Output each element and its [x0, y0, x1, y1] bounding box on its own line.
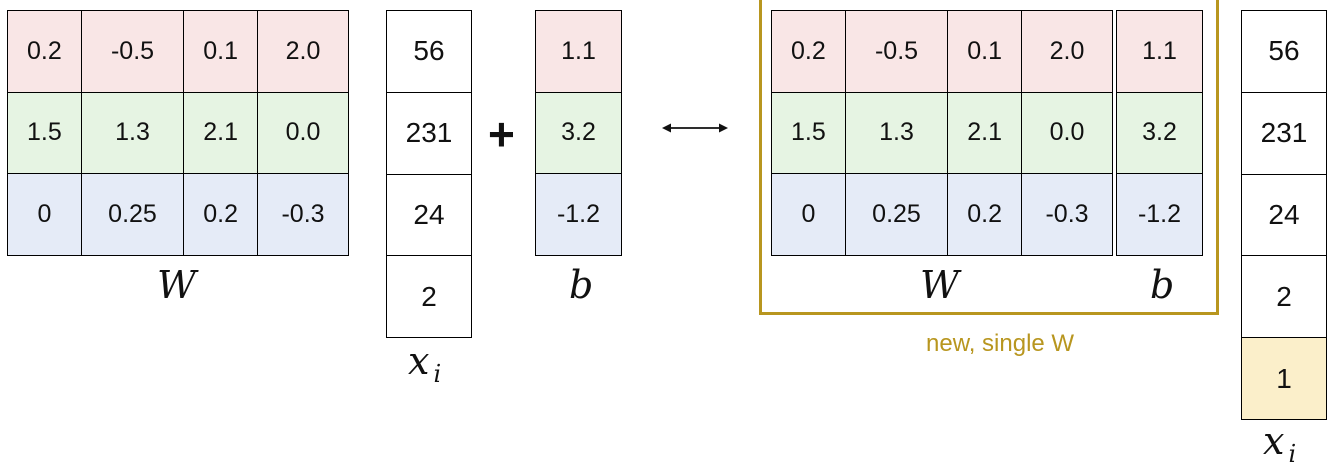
bias-cell: -1.2 — [1116, 173, 1203, 256]
bias-one-cell: 1 — [1241, 337, 1327, 420]
matrix-cell: 1.3 — [844, 91, 949, 175]
right-b-label: b — [1150, 263, 1175, 307]
bias-cell: 3.2 — [1116, 91, 1203, 175]
matrix-cell: 0.25 — [80, 173, 185, 256]
right-b-column: 1.1 3.2 -1.2 — [1116, 10, 1203, 256]
vector-cell: 24 — [386, 173, 472, 257]
matrix-cell: 2.0 — [257, 10, 349, 93]
matrix-cell: 0.25 — [844, 173, 949, 256]
matrix-cell: 0.2 — [947, 173, 1023, 256]
bias-cell: 1.1 — [1116, 10, 1203, 93]
left-w-matrix: 0.2 -0.5 0.1 2.0 1.5 1.3 2.1 0.0 0 0.25 … — [7, 10, 349, 256]
matrix-cell: 1.3 — [80, 91, 185, 175]
matrix-cell: -0.5 — [80, 10, 185, 93]
matrix-cell: 0.1 — [947, 10, 1023, 93]
right-x-vector: 56 231 24 2 1 — [1241, 10, 1327, 420]
matrix-cell: 0.2 — [771, 10, 846, 93]
matrix-cell: 0 — [771, 173, 846, 256]
vector-cell: 231 — [386, 91, 472, 175]
new-single-w-caption: new, single W — [926, 330, 1075, 357]
matrix-cell: 2.0 — [1021, 10, 1113, 93]
matrix-cell: 0.2 — [183, 173, 259, 256]
matrix-cell: -0.3 — [257, 173, 349, 256]
left-b-vector: 1.1 3.2 -1.2 — [535, 10, 622, 256]
vector-cell: 2 — [1241, 255, 1327, 339]
left-b-label: b — [569, 263, 594, 307]
double-headed-arrow-icon — [662, 123, 728, 133]
bias-cell: -1.2 — [535, 173, 622, 256]
left-w-label: W — [157, 263, 197, 307]
bias-cell: 3.2 — [535, 91, 622, 175]
matrix-cell: 0.1 — [183, 10, 259, 93]
plus-sign: + — [488, 108, 515, 160]
matrix-cell: 0.0 — [257, 91, 349, 175]
matrix-cell: 0 — [7, 173, 82, 256]
matrix-cell: 0.2 — [7, 10, 82, 93]
matrix-cell: 2.1 — [947, 91, 1023, 175]
matrix-cell: -0.3 — [1021, 173, 1113, 256]
new-single-w-box — [759, 0, 1219, 315]
vector-cell: 24 — [1241, 173, 1327, 257]
right-w-label: W — [920, 263, 960, 307]
right-w-matrix: 0.2 -0.5 0.1 2.0 1.5 1.3 2.1 0.0 0 0.25 … — [771, 10, 1113, 256]
vector-cell: 56 — [1241, 10, 1327, 93]
vector-cell: 56 — [386, 10, 472, 93]
x-letter: x — [1263, 419, 1285, 463]
matrix-cell: 2.1 — [183, 91, 259, 175]
x-subscript: i — [1288, 440, 1297, 468]
vector-cell: 2 — [386, 255, 472, 338]
matrix-cell: 1.5 — [771, 91, 846, 175]
vector-cell: 231 — [1241, 91, 1327, 175]
x-letter: x — [408, 339, 430, 383]
x-subscript: i — [433, 360, 442, 388]
matrix-cell: 1.5 — [7, 91, 82, 175]
matrix-cell: 0.0 — [1021, 91, 1113, 175]
matrix-cell: -0.5 — [844, 10, 949, 93]
bias-cell: 1.1 — [535, 10, 622, 93]
left-x-vector: 56 231 24 2 — [386, 10, 472, 338]
